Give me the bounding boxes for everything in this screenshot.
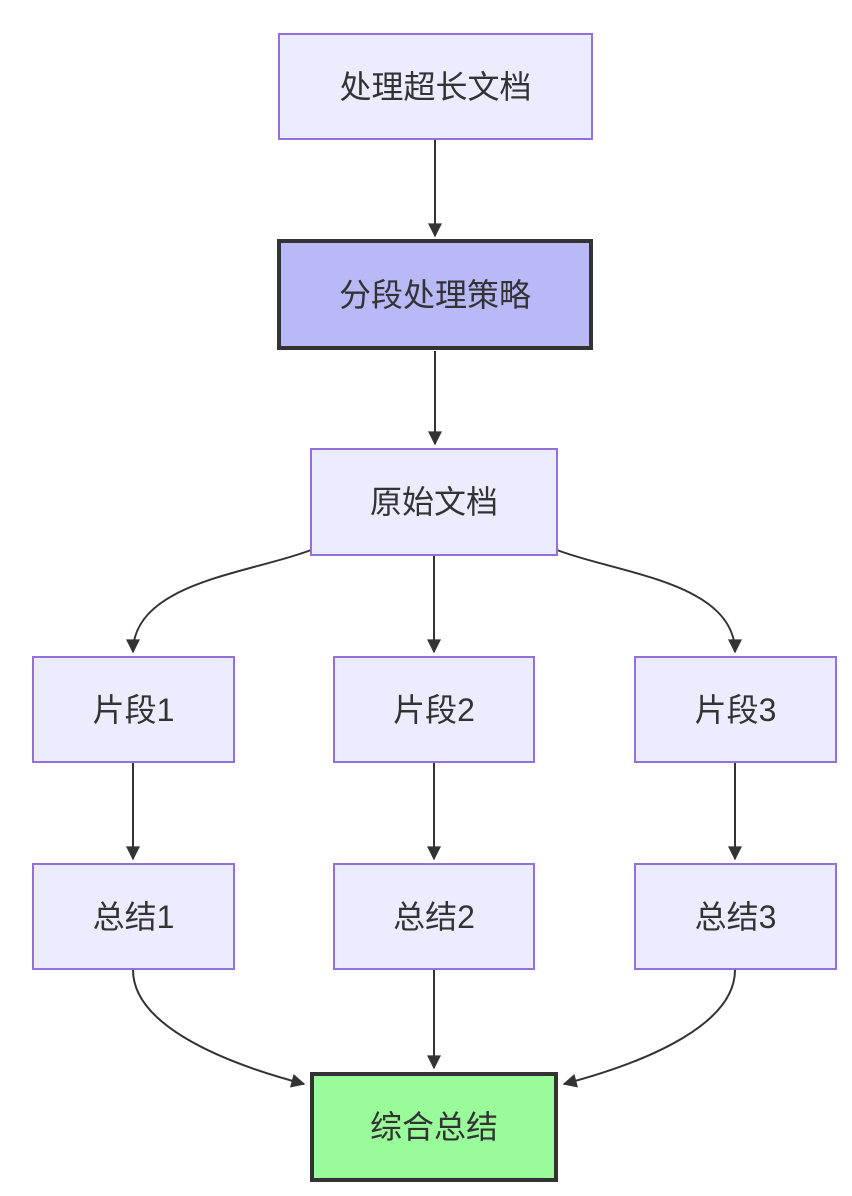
node-process-long-doc-label: 处理超长文档 xyxy=(339,68,532,105)
node-summary-2-label: 总结2 xyxy=(393,898,475,935)
edge-summary3-to-final xyxy=(562,969,736,1088)
node-final-summary: 综合总结 xyxy=(310,1072,558,1182)
node-segmentation-strategy-label: 分段处理策略 xyxy=(338,276,531,313)
node-final-summary-label: 综合总结 xyxy=(369,1109,498,1145)
node-summary-2: 总结2 xyxy=(333,863,535,970)
node-original-doc-label: 原始文档 xyxy=(369,484,498,520)
node-fragment-1: 片段1 xyxy=(32,656,235,763)
node-fragment-2: 片段2 xyxy=(333,656,535,763)
node-summary-1-label: 总结1 xyxy=(92,898,175,935)
node-summary-3-label: 总结3 xyxy=(694,898,777,935)
node-summary-3: 总结3 xyxy=(634,863,837,970)
node-fragment-1-label: 片段1 xyxy=(92,691,175,728)
node-process-long-doc: 处理超长文档 xyxy=(278,33,593,140)
node-fragment-3-label: 片段3 xyxy=(694,691,777,728)
node-segmentation-strategy: 分段处理策略 xyxy=(277,239,593,350)
edge-summary1-to-final xyxy=(132,969,306,1088)
node-fragment-2-label: 片段2 xyxy=(393,691,475,728)
node-original-doc: 原始文档 xyxy=(310,448,558,556)
node-summary-1: 总结1 xyxy=(32,863,235,970)
edge-original-to-fragment1 xyxy=(126,549,312,654)
edge-original-to-fragment3 xyxy=(556,549,742,654)
node-fragment-3: 片段3 xyxy=(634,656,837,763)
